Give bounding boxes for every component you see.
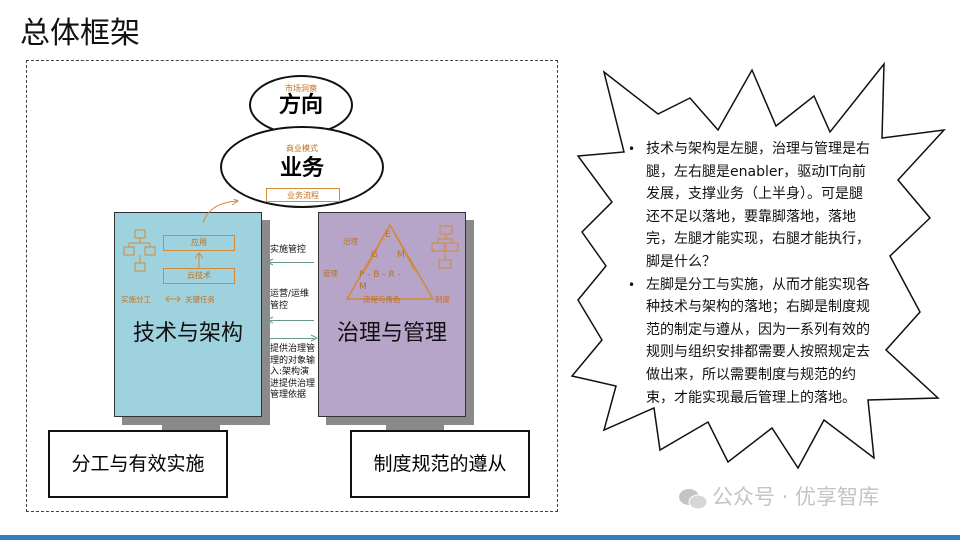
- bullet-text: 左脚是分工与实施，从而才能实现各种技术与架构的落地；右脚是制度规范的制定与遵从，…: [646, 276, 870, 406]
- governance-input-label: 提供治理管理的对象输入:架构演进提供治理管理依据: [270, 344, 316, 400]
- regulation-compliance-box: 制度规范的遵从: [350, 430, 530, 498]
- diagram-frame: [26, 60, 558, 512]
- arrow-left-icon: [266, 258, 274, 266]
- gov-panel-stand: [386, 420, 444, 430]
- watermark-text: 公众号 · 优享智库: [712, 485, 880, 509]
- tech-panel-stand: [162, 420, 220, 430]
- business-caption: 商业模式: [286, 144, 318, 153]
- triangle-letter-m: M: [397, 250, 405, 260]
- triangle-letter-g: G: [371, 250, 378, 260]
- org-chart-icon: [431, 225, 459, 269]
- starburst-callout: [570, 61, 946, 470]
- triangle-letter-e: E: [385, 230, 391, 240]
- curve-arrow-icon: [202, 199, 239, 224]
- org-chart-icon: [123, 229, 156, 272]
- business-label: 业务: [279, 156, 324, 181]
- double-arrow-icon: [165, 295, 181, 303]
- direction-label: 方向: [278, 93, 323, 118]
- wechat-icon: [679, 489, 708, 510]
- implement-control-label: 实施管控: [270, 245, 307, 255]
- bullet-text: 技术与架构是左腿，治理与管理是右腿，左右腿是enabler，驱动IT向前发展，支…: [646, 141, 870, 270]
- tech-right-note: 关键任务: [185, 295, 215, 304]
- implement-control-arrow: [270, 262, 314, 263]
- division-implementation-box: 分工与有效实施: [48, 430, 228, 498]
- business-oval: 商业模式 业务 业务流程: [220, 126, 384, 208]
- tech-left-note: 实施分工: [121, 295, 151, 304]
- tech-panel-title: 技术与架构: [132, 321, 243, 346]
- direction-caption: 市场洞察: [285, 84, 317, 93]
- triangle-model-icon: [345, 223, 435, 300]
- gov-label-management: 管理: [323, 269, 338, 278]
- stack-arrow-icon: [194, 252, 204, 269]
- business-flow-box: 业务流程: [266, 188, 340, 202]
- bullet-marker: •: [628, 142, 636, 156]
- bullet-list: • 技术与架构是左腿，治理与管理是右腿，左右腿是enabler，驱动IT向前发展…: [628, 138, 876, 409]
- triangle-letter-m-bottom: M: [359, 282, 367, 292]
- gov-label-process-role: 流程与角色: [363, 295, 401, 304]
- tech-architecture-panel: 应用 云技术 实施分工 关键任务 技术与架构: [114, 199, 262, 417]
- app-box: 应用: [163, 235, 235, 251]
- ops-control-label: 运营/运维管控: [270, 289, 310, 311]
- bullet-marker: •: [628, 277, 636, 292]
- page-title: 总体框架: [20, 16, 140, 51]
- arrow-right-icon: [310, 334, 318, 342]
- ops-control-arrow: [270, 320, 314, 321]
- governance-management-panel: E G M P - B - R - M 治理 管理 流程与角色 制度 治理与管理: [318, 212, 466, 417]
- arrow-left-icon: [266, 316, 274, 324]
- bottom-accent-bar: [0, 535, 960, 540]
- cloud-tech-box: 云技术: [163, 268, 235, 284]
- bullet-item: • 技术与架构是左腿，治理与管理是右腿，左右腿是enabler，驱动IT向前发展…: [628, 138, 876, 274]
- gov-panel-title: 治理与管理: [336, 321, 447, 346]
- gov-label-system: 制度: [435, 295, 450, 304]
- governance-input-arrow: [270, 338, 314, 339]
- bullet-item: • 左脚是分工与实施，从而才能实现各种技术与架构的落地；右脚是制度规范的制定与遵…: [628, 274, 876, 410]
- gov-label-governance: 治理: [343, 237, 358, 246]
- triangle-pbr: P - B - R -: [359, 270, 401, 280]
